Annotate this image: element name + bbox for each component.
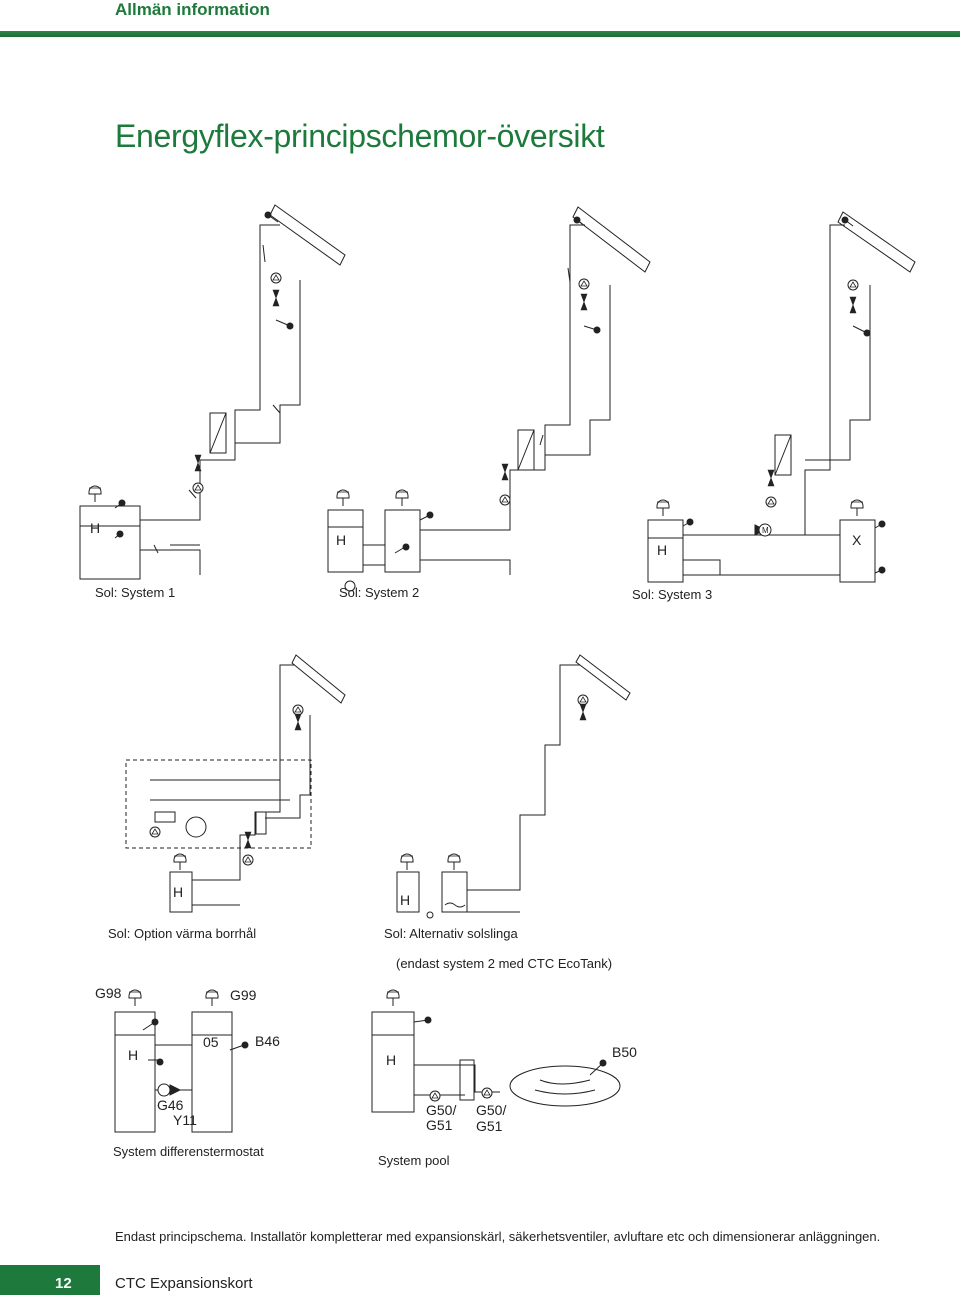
diagram-differenstermostat [114,989,249,1133]
page-header: Allmän information [0,0,960,37]
caption-system-3: Sol: System 3 [632,587,712,602]
caption-borrhal: Sol: Option värma borrhål [108,926,256,941]
label-G46: G46 [157,1097,184,1113]
caption-system-1: Sol: System 1 [95,585,175,600]
label-G50-a1: G50/ [426,1102,456,1118]
label-M-sys3: M [762,526,769,535]
footer-title: CTC Expansionskort [115,1275,253,1292]
label-G50-b1: G50/ [476,1102,506,1118]
label-X-sys3: X [852,532,862,548]
label-H-sys3: H [657,542,667,558]
page-number: 12 [55,1275,72,1292]
label-B46: B46 [255,1033,280,1049]
diagram-system-2 [327,206,651,592]
label-G98: G98 [95,985,122,1001]
caption-alt-note: (endast system 2 med CTC EcoTank) [396,956,612,971]
caption-alt-solslinga: Sol: Alternativ solslinga [384,926,518,941]
diagram-system-3 [647,211,916,583]
label-H-diff: H [128,1047,138,1063]
footer-page-box [0,1265,100,1295]
caption-pool: System pool [378,1153,450,1168]
page-title: Energyflex-principschemor-översikt [115,118,605,154]
label-H-alt: H [400,892,410,908]
label-G50-b2: G51 [476,1118,503,1134]
diagram-system-1 [79,204,346,580]
label-H-borrhal: H [173,884,183,900]
caption-system-2: Sol: System 2 [339,585,419,600]
diagram-borrhal [125,654,346,913]
label-G99: G99 [230,987,257,1003]
label-05: 05 [203,1034,219,1050]
diagram-alt-solslinga [396,654,631,919]
label-B50: B50 [612,1044,637,1060]
label-H-sys1: H [90,520,100,536]
label-G50-a2: G51 [426,1117,453,1133]
diagram-pool [371,989,621,1113]
label-H-pool: H [386,1052,396,1068]
label-H-sys2: H [336,532,346,548]
section-title: Allmän information [115,0,270,19]
footnote: Endast principschema. Installatör komple… [115,1229,881,1244]
header-bar [0,31,960,37]
label-Y11: Y11 [173,1112,197,1128]
caption-differenstermostat: System differenstermostat [113,1144,264,1159]
